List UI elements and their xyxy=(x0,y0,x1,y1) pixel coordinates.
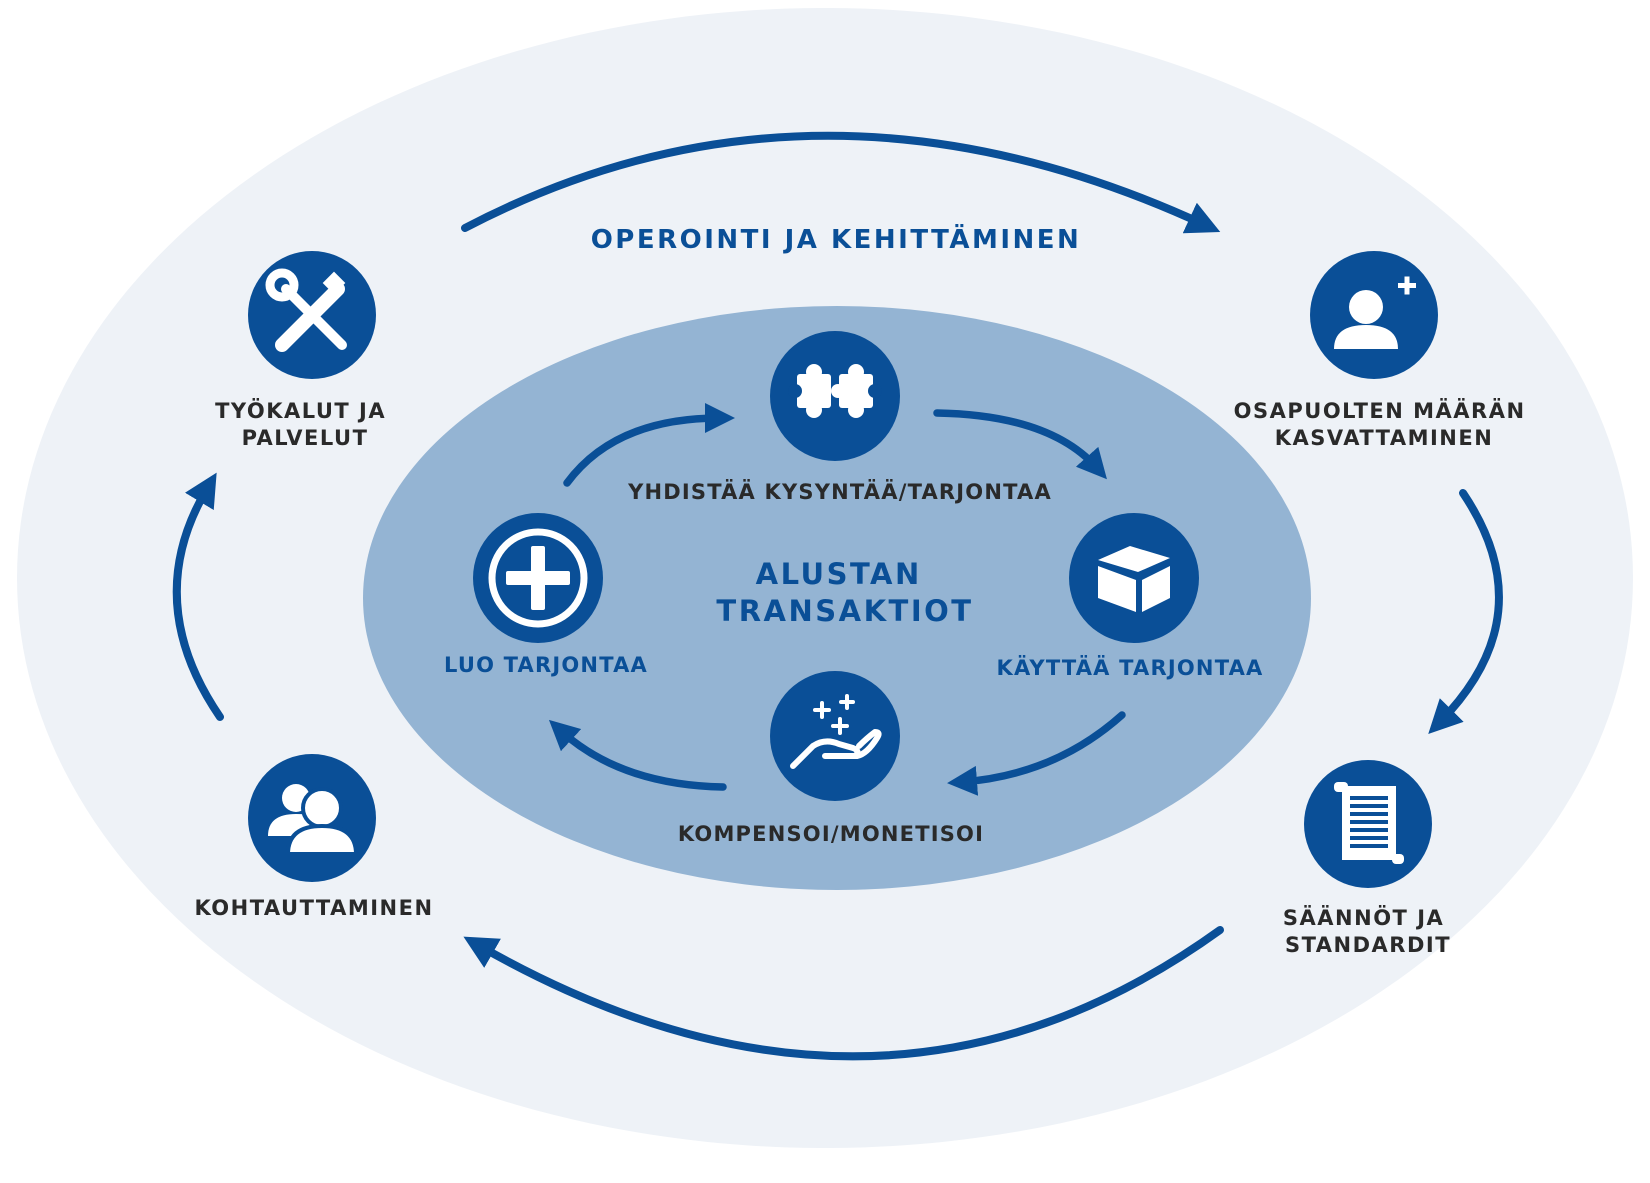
label-users: KOHTAUTTAMINEN xyxy=(194,896,433,920)
puzzle-icon xyxy=(788,364,882,418)
label-tools-line-2: PALVELUT xyxy=(242,426,369,450)
outer-cycle-title: OPEROINTI JA KEHITTÄMINEN xyxy=(591,223,1082,255)
add-user-icon xyxy=(1334,276,1416,349)
label-hand: KOMPENSOI/MONETISOI xyxy=(678,822,984,846)
label-add-user-line-2: KASVATTAMINEN xyxy=(1275,426,1494,450)
inner-arrow-top-right xyxy=(933,409,1107,480)
label-box: KÄYTTÄÄ TARJONTAA xyxy=(997,655,1264,680)
label-plus: LUO TARJONTAA xyxy=(444,653,648,677)
label-users-line-1: KOHTAUTTAMINEN xyxy=(194,896,433,920)
label-rules: SÄÄNNÖT JA STANDARDIT xyxy=(1283,905,1453,957)
inner-arrow-bottom-left xyxy=(548,719,727,791)
outer-arrow-left xyxy=(172,472,224,721)
outer-arrow-top xyxy=(461,131,1221,234)
inner-arrow-bottom-right xyxy=(947,711,1126,796)
document-scroll-icon xyxy=(1334,782,1404,864)
label-puzzle: YHDISTÄÄ KYSYNTÄÄ/TARJONTAA xyxy=(627,479,1052,504)
node-hand xyxy=(770,671,900,801)
label-tools-line-1: TYÖKALUT JA xyxy=(215,398,386,423)
label-add-user: OSAPUOLTEN MÄÄRÄN KASVATTAMINEN xyxy=(1234,398,1535,450)
label-add-user-line-1: OSAPUOLTEN MÄÄRÄN xyxy=(1234,398,1526,423)
label-rules-line-2: STANDARDIT xyxy=(1285,933,1451,957)
node-plus xyxy=(473,513,603,643)
plus-circle-icon xyxy=(506,546,570,610)
outer-arrow-right xyxy=(1428,489,1503,734)
inner-arrows xyxy=(548,403,1126,796)
inner-center-line-2: TRANSAKTIOT xyxy=(716,594,973,628)
node-box xyxy=(1069,513,1199,643)
outer-arrow-bottom xyxy=(463,926,1224,1061)
node-puzzle xyxy=(770,331,900,461)
label-rules-line-1: SÄÄNNÖT JA xyxy=(1283,905,1444,930)
node-add-user xyxy=(1310,251,1438,379)
inner-arrow-top-left xyxy=(563,403,735,487)
hand-sparkle-icon xyxy=(790,694,882,769)
node-tools xyxy=(248,251,376,379)
outer-arrows xyxy=(172,131,1503,1061)
box-icon xyxy=(1098,546,1170,612)
users-icon xyxy=(268,784,359,856)
inner-center-title: ALUSTAN TRANSAKTIOT xyxy=(716,557,973,628)
node-users xyxy=(248,754,376,882)
inner-center-line-1: ALUSTAN xyxy=(756,557,922,591)
node-rules xyxy=(1304,760,1432,888)
plus-ring xyxy=(488,528,588,628)
label-tools: TYÖKALUT JA PALVELUT xyxy=(215,398,395,450)
